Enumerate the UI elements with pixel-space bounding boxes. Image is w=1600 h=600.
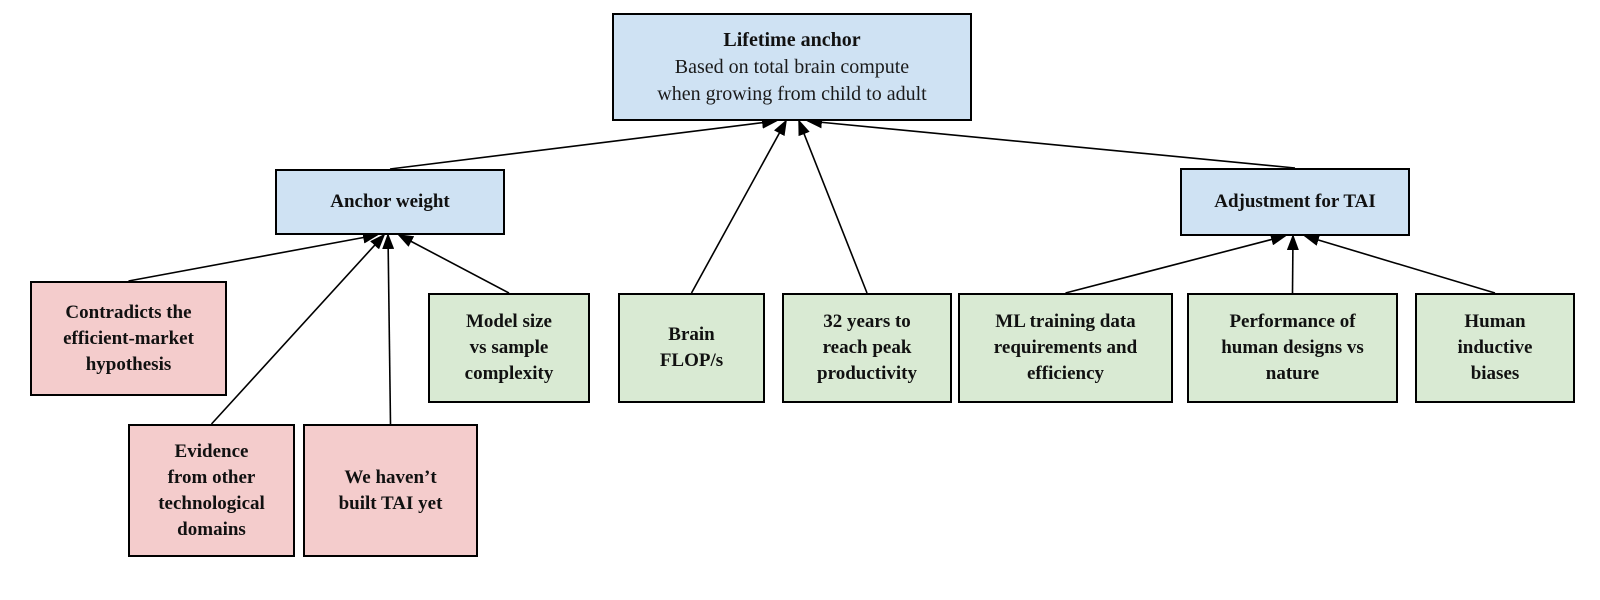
node-model-size-sample-complexity-label: Model size vs sample complexity xyxy=(464,311,554,384)
node-performance-human-designs: Performance of human designs vs nature xyxy=(1187,293,1398,403)
node-ml-training-data-efficiency: ML training data requirements and effici… xyxy=(958,293,1173,403)
node-human-inductive-biases: Human inductive biases xyxy=(1415,293,1575,403)
node-evidence-other-domains-label: Evidence from other technological domain… xyxy=(158,440,265,540)
node-brain-flops: Brain FLOP/s xyxy=(618,293,765,403)
node-human-inductive-biases-label: Human inductive biases xyxy=(1457,311,1533,384)
node-ml-training-data-efficiency-label: ML training data requirements and effici… xyxy=(993,311,1138,384)
node-model-size-sample-complexity: Model size vs sample complexity xyxy=(428,293,590,403)
node-contradicts-efficient-market-label: Contradicts the efficient-market hypothe… xyxy=(63,301,194,375)
edge-ml-training-to-adjustment-tai xyxy=(1065,233,1287,294)
edge-contradicts-emh-to-anchor-weight xyxy=(128,231,379,282)
node-anchor-weight-label: Anchor weight xyxy=(330,191,450,212)
edge-performance-designs-to-adjustment-tai xyxy=(1286,234,1299,294)
node-contradicts-efficient-market: Contradicts the efficient-market hypothe… xyxy=(30,281,227,396)
node-adjustment-for-tai-label: Adjustment for TAI xyxy=(1214,191,1376,212)
edge-years-32-to-lifetime-anchor xyxy=(798,119,868,294)
node-brain-flops-label: Brain FLOP/s xyxy=(659,324,724,371)
node-havent-built-tai: We haven’t built TAI yet xyxy=(303,424,478,557)
node-evidence-other-domains: Evidence from other technological domain… xyxy=(128,424,295,557)
edge-brain-flops-to-lifetime-anchor xyxy=(690,119,787,294)
node-havent-built-tai-label: We haven’t built TAI yet xyxy=(338,466,443,514)
node-lifetime-anchor-title: Lifetime anchor xyxy=(723,28,861,51)
node-performance-human-designs-label: Performance of human designs vs nature xyxy=(1221,311,1364,384)
node-lifetime-anchor-subtitle: Based on total brain compute when growin… xyxy=(657,55,927,105)
node-32-years-peak-productivity: 32 years to reach peak productivity xyxy=(782,293,952,403)
node-adjustment-for-tai: Adjustment for TAI xyxy=(1180,168,1410,236)
node-lifetime-anchor: Lifetime anchor Based on total brain com… xyxy=(612,13,972,121)
edge-inductive-biases-to-adjustment-tai xyxy=(1303,234,1496,294)
node-32-years-peak-productivity-label: 32 years to reach peak productivity xyxy=(817,311,917,384)
edge-model-size-to-anchor-weight xyxy=(397,234,510,294)
edge-havent-built-tai-to-anchor-weight xyxy=(382,233,395,425)
edge-anchor-weight-to-lifetime-anchor xyxy=(389,116,778,170)
node-anchor-weight: Anchor weight xyxy=(275,169,505,235)
edge-adjustment-tai-to-lifetime-anchor xyxy=(806,116,1296,169)
edge-evidence-domains-to-anchor-weight xyxy=(210,233,386,425)
